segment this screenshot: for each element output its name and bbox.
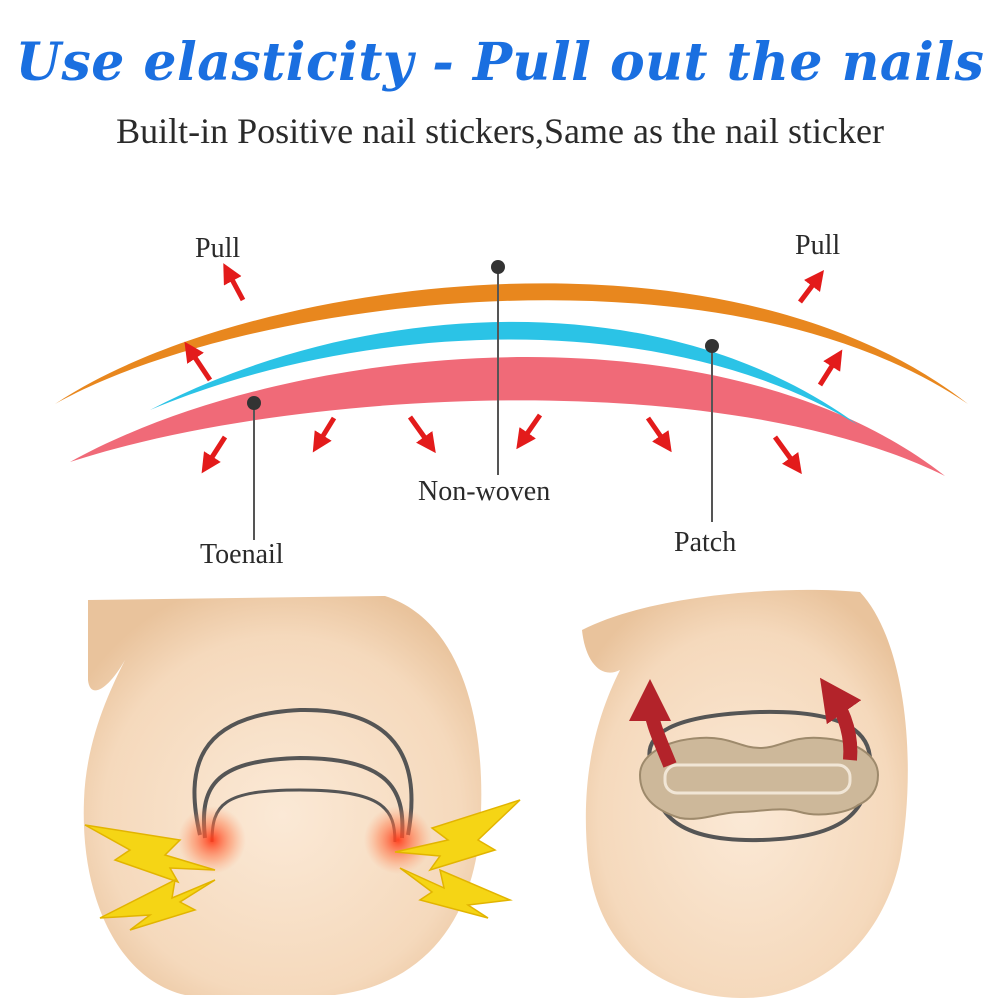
pain-bolt-icon [99, 878, 216, 931]
page-subtitle: Built-in Positive nail stickers,Same as … [116, 111, 884, 151]
page-title: Use elasticity - Pull out the nails [15, 32, 985, 93]
nail-outline-mid [201, 755, 405, 839]
toe-before [83, 596, 521, 995]
pain-bolt-icon [84, 824, 216, 884]
pain-glow-left [178, 806, 246, 874]
label-toenail: Toenail [200, 539, 284, 570]
leader-lines [253, 267, 713, 540]
label-pull-right: Pull [795, 230, 840, 261]
push-arrows [201, 413, 802, 475]
non-woven-layer [55, 283, 968, 404]
toe-after [582, 589, 908, 999]
sticker-patch [638, 736, 880, 820]
non-woven-dot [491, 260, 505, 274]
lift-arrow-right-icon [819, 677, 862, 761]
lift-arrow-left-icon [629, 679, 677, 768]
pain-bolt-icon [394, 799, 521, 872]
toe-skin-left [83, 596, 482, 995]
label-pull-left: Pull [195, 233, 240, 264]
pain-glow-right [364, 806, 432, 874]
toenail-layer [70, 357, 945, 476]
pull-arrows [184, 263, 843, 387]
nail-outline-outer [192, 707, 414, 836]
sticker-pad [663, 763, 852, 795]
label-non-woven: Non-woven [418, 476, 550, 507]
pain-bolt-icon [399, 867, 513, 919]
toenail-dot [247, 396, 261, 410]
patch-layer [150, 321, 858, 425]
patch-dot [705, 339, 719, 353]
label-patch: Patch [674, 527, 736, 558]
